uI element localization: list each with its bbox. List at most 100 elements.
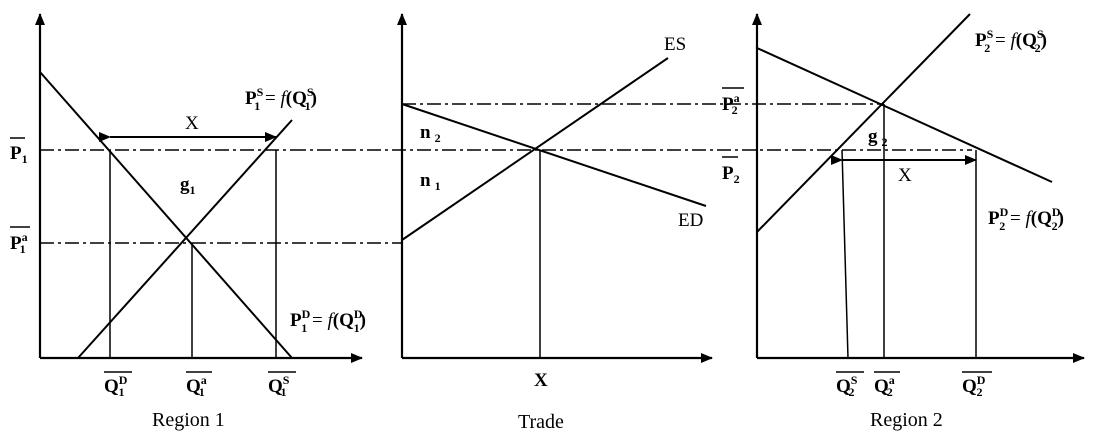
region2-supply-curve (756, 13, 971, 233)
region2-supply-qsup: S (1037, 27, 1044, 41)
region1-x-label: X (185, 113, 199, 134)
region2-price-trade-label: P2 (722, 163, 740, 186)
region2-price-trade-p: P (722, 163, 734, 184)
region2-supply-lp: (Q (1016, 30, 1037, 51)
region1-demand-curve (39, 71, 293, 359)
region1-demand-p: P (290, 310, 302, 331)
region1-demand-qsup: D (354, 307, 363, 321)
region1-demand-rp: ) (360, 310, 366, 331)
region1-qd-sup: D (119, 373, 128, 387)
region1-supply-lp: (Q (286, 88, 307, 109)
region1-demand-eq: = (307, 310, 327, 331)
trade-es-label: ES (664, 34, 686, 55)
region1-price-autarky-sub: 1 (20, 242, 26, 256)
region2-supply-sub: 2 (984, 41, 990, 55)
region1-qa-sup: a (201, 373, 207, 387)
region2-price-autarky-sup: a (734, 91, 740, 105)
region1-price-autarky-sup: a (22, 230, 28, 244)
region2-qs-sup: S (851, 373, 858, 387)
region1-supply-f: f (281, 88, 289, 109)
region1-demand-lp: (Q (333, 310, 354, 331)
region2-supply-rp: ) (1041, 30, 1047, 51)
region1-price-autarky-p: P (10, 233, 22, 254)
region2-supply-qsub: 2 (1035, 41, 1041, 55)
region1-price-trade-sub: 1 (22, 152, 28, 166)
region2-x-label: X (898, 165, 912, 186)
region1-supply-sup: S (257, 85, 264, 99)
region1-supply-p: P (245, 88, 257, 109)
trade-ed-label: ED (678, 210, 703, 231)
region2-qa-sub: 2 (887, 385, 893, 399)
region1-qd-q: Q (104, 376, 119, 397)
region1-supply-rp: ) (311, 88, 317, 109)
region2-qs-drop-line (841, 149, 849, 359)
region2-supply-sup: S (987, 27, 994, 41)
region1-supply-curve (77, 119, 293, 359)
trade-n2-sub: 2 (435, 131, 441, 145)
region2-qa-sup: a (889, 373, 895, 387)
region1-price-trade-label: P1 (10, 143, 28, 166)
region2-supply-f: f (1011, 30, 1019, 51)
region2-demand-f: f (1026, 208, 1034, 229)
region2-qd-sub: 2 (976, 385, 982, 399)
region1-demand-qsub: 1 (354, 321, 360, 335)
region1-supply-qsup: S (307, 85, 314, 99)
region2-supply-eq: = (990, 30, 1010, 51)
region2-area-g: g (868, 126, 878, 147)
region2-price-autarky-p: P (722, 94, 734, 115)
region2-demand-eq: = (1005, 208, 1025, 229)
region2-qs-sub: 2 (848, 385, 854, 399)
region1-price-trade-p: P (10, 143, 22, 164)
region2-demand-curve (756, 47, 1053, 183)
region1-qs-sub: 1 (280, 385, 286, 399)
region2-price-autarky-sub: 2 (732, 103, 738, 117)
region1-demand-f: f (328, 310, 336, 331)
region1-demand-sub: 1 (301, 321, 307, 335)
region1-qs-sup: S (283, 373, 290, 387)
region1-area-sub: 1 (190, 183, 196, 197)
region2-demand-qsup: D (1052, 205, 1061, 219)
trade-n2-n: n (420, 122, 431, 143)
trade-caption: Trade (518, 411, 564, 432)
region1-qs-q: Q (268, 376, 283, 397)
region2-qa-q: Q (874, 376, 889, 397)
region1-qa-q: Q (186, 376, 201, 397)
region1-qa-sub: 1 (199, 385, 205, 399)
trade-import-demand-curve (401, 103, 707, 207)
region2-demand-lp: (Q (1031, 208, 1052, 229)
region2-supply-p: P (975, 30, 987, 51)
region2-qd-sup: D (977, 373, 986, 387)
region2-demand-sup: D (1000, 205, 1009, 219)
region2-demand-qsub: 2 (1052, 219, 1058, 233)
region1-area-g: g (180, 174, 190, 195)
region2-caption: Region 2 (870, 409, 943, 431)
region2-demand-p: P (988, 208, 1000, 229)
region2-qs-q: Q (836, 376, 851, 397)
trade-n1-sub: 1 (435, 179, 441, 193)
region2-area-sub: 2 (882, 135, 888, 149)
region1-area-label: g1 (180, 174, 196, 197)
region2-price-trade-sub: 2 (734, 172, 740, 186)
region2-demand-rp: ) (1058, 208, 1064, 229)
region1-qd-sub: 1 (118, 385, 124, 399)
trade-x-axis-label: X (534, 370, 548, 391)
